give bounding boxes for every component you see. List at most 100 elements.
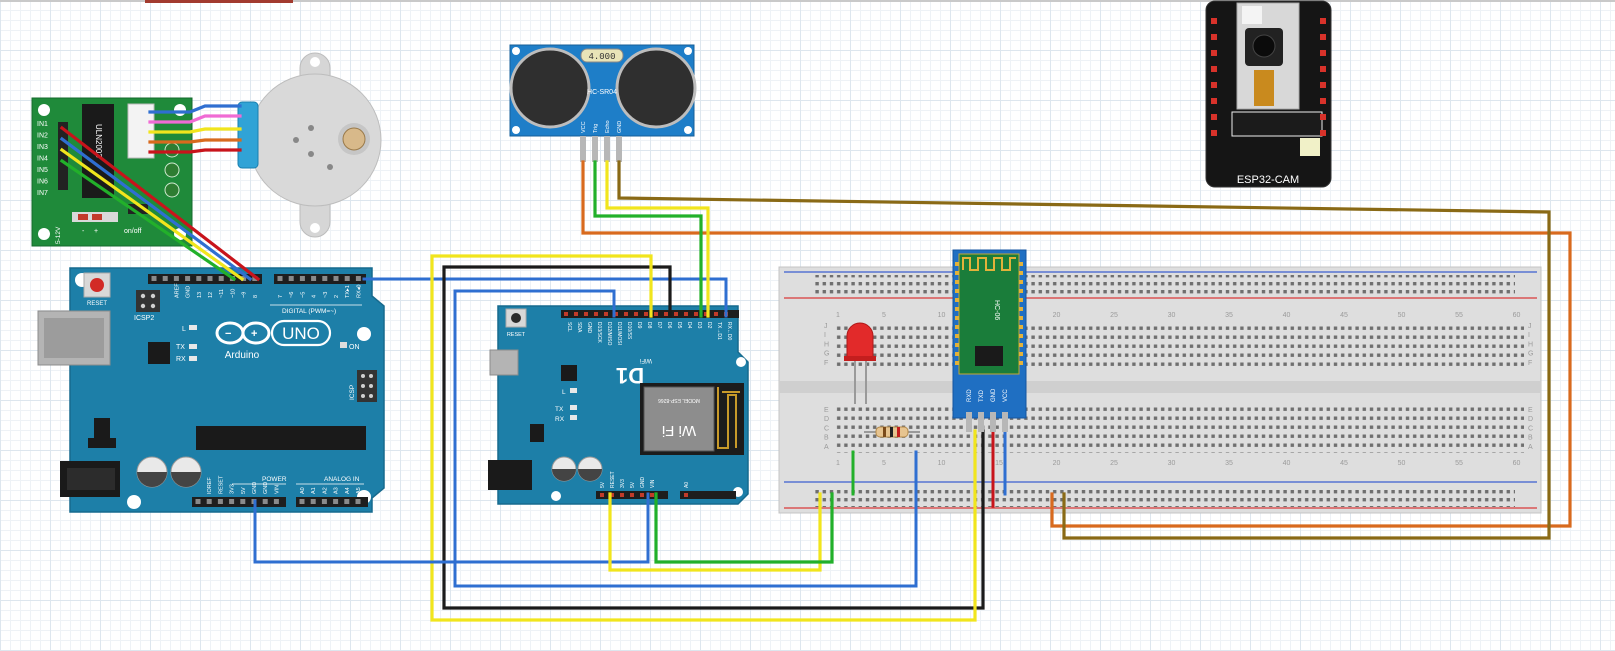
header-pin[interactable]	[288, 276, 294, 281]
breadboard[interactable]: JJIIHHGGFFEEDDCCBBAA11551010151520202525…	[778, 266, 1542, 514]
arduino-tx-wire	[362, 277, 728, 318]
esp32cam-label: ESP32-CAM	[1237, 174, 1299, 186]
d1-header-pin[interactable]	[694, 312, 698, 316]
d1-capacitors	[551, 456, 603, 482]
header-pin[interactable]	[218, 276, 224, 281]
header-pin[interactable]	[196, 276, 202, 281]
breadboard-row-label: H	[824, 341, 829, 348]
d1-pin-label: D9	[636, 322, 642, 329]
header-pin[interactable]	[207, 276, 213, 281]
header-pin[interactable]	[355, 499, 361, 504]
stepper-motor[interactable]	[237, 52, 382, 238]
d1-header-pin[interactable]	[620, 493, 624, 497]
d1-header-pin[interactable]	[584, 312, 588, 316]
header-pin[interactable]	[173, 276, 179, 281]
d1-header-pin[interactable]	[594, 312, 598, 316]
d1-header-pin[interactable]	[714, 312, 718, 316]
d1-header-pin[interactable]	[634, 312, 638, 316]
header-pin[interactable]	[277, 276, 283, 281]
uno-power-pin-label: A4	[345, 487, 351, 494]
header-pin[interactable]	[299, 276, 305, 281]
d1-pin-label: RX←D0	[726, 322, 732, 341]
reset-button[interactable]	[90, 278, 104, 292]
header-pin[interactable]	[333, 276, 339, 281]
breadboard-row-label: D	[1528, 416, 1533, 423]
d1-reset-button[interactable]	[511, 313, 521, 323]
breadboard-row-label: G	[824, 351, 829, 358]
header-pin[interactable]	[321, 499, 327, 504]
driver-to-arduino-wires	[59, 125, 261, 282]
header-pin[interactable]	[151, 276, 157, 281]
icsp-label: ICSP	[349, 385, 356, 400]
breadboard-row-label: E	[824, 407, 829, 414]
d1-header-pin[interactable]	[630, 493, 634, 497]
d1-header-pin[interactable]	[664, 312, 668, 316]
d1-header-pin[interactable]	[684, 312, 688, 316]
d1-header-pin[interactable]	[614, 312, 618, 316]
power-switch[interactable]	[128, 204, 148, 214]
header-pin[interactable]	[333, 499, 339, 504]
d1-header-pin[interactable]	[600, 493, 604, 497]
driver-pin-label-in1: IN1	[37, 121, 48, 128]
d1-header-pin[interactable]	[564, 312, 568, 316]
d1-header-pin[interactable]	[610, 493, 614, 497]
driver-pin-label-in2: IN2	[37, 133, 48, 140]
header-pin[interactable]	[162, 276, 168, 281]
header-pin[interactable]	[311, 276, 317, 281]
esp-module-wifi-text: Wi Fi	[662, 422, 696, 439]
d1-header-pin[interactable]	[650, 493, 654, 497]
breadboard-row-label: F	[1528, 360, 1532, 367]
d1-header-pin[interactable]	[640, 493, 644, 497]
d1-header-pin[interactable]	[674, 312, 678, 316]
header-pin[interactable]	[240, 499, 246, 504]
header-pin[interactable]	[344, 276, 350, 281]
d1-tx-label: TX	[555, 406, 564, 413]
top-power-rail	[815, 275, 1515, 295]
d1-header-pin[interactable]	[684, 493, 688, 497]
header-pin[interactable]	[195, 499, 201, 504]
header-pin[interactable]	[206, 499, 212, 504]
header-pin[interactable]	[310, 499, 316, 504]
uno-power-pin-label: GND	[263, 482, 269, 494]
uno-power-pin-label: IOREF	[207, 477, 213, 494]
uno-pin-label: GND	[186, 286, 192, 298]
blue-breadboard-wire	[453, 289, 918, 588]
capacitors	[136, 456, 202, 488]
header-pin[interactable]	[322, 276, 328, 281]
header-pin[interactable]	[344, 499, 350, 504]
header-pin[interactable]	[273, 499, 279, 504]
breadboard-col-label: 50	[1398, 460, 1406, 467]
header-pin[interactable]	[217, 499, 223, 504]
sensor-transmitter	[509, 47, 591, 129]
d1-header-pin[interactable]	[604, 312, 608, 316]
d1-header-pin[interactable]	[654, 312, 658, 316]
d1-pin-label: SCL	[566, 322, 572, 332]
d1-header-pin[interactable]	[704, 312, 708, 316]
top-border	[0, 0, 1615, 2]
breadboard-col-label: 40	[1283, 312, 1291, 319]
esp32-cam-module[interactable]: ESP32-CAM	[1205, 0, 1332, 188]
d1-header-pin[interactable]	[574, 312, 578, 316]
breadboard-col-label: 1	[836, 312, 840, 319]
header-pin[interactable]	[355, 276, 361, 281]
d1-5v-wire	[608, 492, 822, 572]
d1-header-pin[interactable]	[644, 312, 648, 316]
header-pin[interactable]	[299, 499, 305, 504]
header-pin[interactable]	[262, 499, 268, 504]
red-led[interactable]	[844, 322, 876, 404]
d1-reset-label: RESET	[507, 332, 526, 338]
d1-power-pin-label: RESET	[610, 471, 616, 488]
resistor[interactable]	[864, 426, 920, 438]
header-pin[interactable]	[185, 276, 191, 281]
d1-header-pin[interactable]	[624, 312, 628, 316]
sensor-pin-label-gnd: GND	[617, 121, 623, 133]
header-pin[interactable]	[229, 499, 235, 504]
breadboard-col-label: 55	[1455, 460, 1463, 467]
